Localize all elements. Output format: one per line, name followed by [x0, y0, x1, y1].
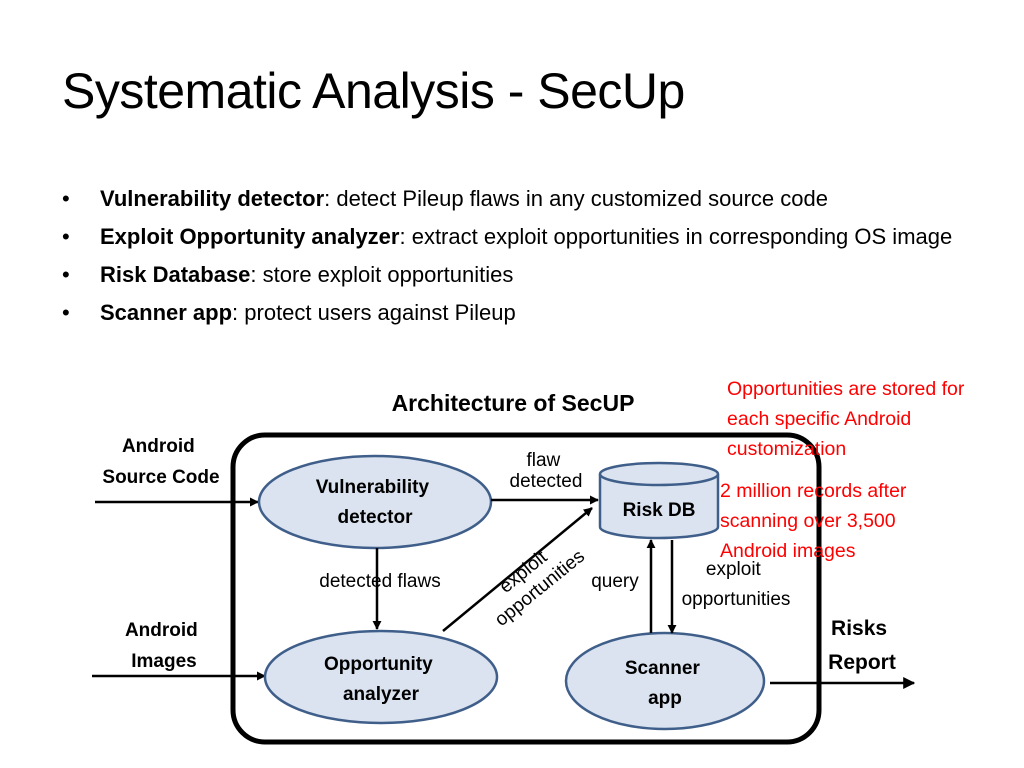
note-line: Android images: [720, 540, 856, 562]
query-label: query: [591, 571, 639, 592]
opportunity-analyzer-node: [263, 629, 499, 725]
bullet-item: Vulnerability detector: detect Pileup fl…: [62, 184, 1012, 214]
exploit-opportunities-down-label: exploit opportunities: [682, 559, 791, 610]
bullet-item: Risk Database: store exploit opportuniti…: [62, 260, 1012, 290]
bullet-term: Exploit Opportunity analyzer: [100, 224, 400, 249]
slide-title: Systematic Analysis - SecUp: [62, 63, 685, 119]
exploit-opportunities-diag-label: exploit opportunities: [477, 528, 589, 631]
bullet-text: : extract exploit opportunities in corre…: [399, 224, 953, 249]
note-line: 2 million records after: [720, 480, 907, 502]
bullet-text: : detect Pileup flaws in any customized …: [324, 186, 828, 211]
detected-flaws-label: detected flaws: [319, 571, 440, 592]
risk-db-label: Risk DB: [623, 500, 696, 521]
note-records: 2 million records after scanning over 3,…: [720, 476, 906, 566]
bullet-list: Vulnerability detector: detect Pileup fl…: [62, 184, 1012, 336]
diagram-title: Architecture of SecUP: [392, 390, 635, 416]
system-frame: [230, 432, 822, 745]
scanner-app-label: Scanner app: [625, 658, 705, 709]
note-line: each specific Android: [727, 408, 912, 430]
bullet-text: : protect users against Pileup: [232, 300, 516, 325]
input-android-images-label: Android Images: [125, 620, 203, 672]
bullet-text: : store exploit opportunities: [250, 262, 514, 287]
vulnerability-detector-node: [257, 454, 493, 550]
note-line: customization: [727, 438, 847, 460]
bullet-term: Vulnerability detector: [100, 186, 325, 211]
bullet-term: Risk Database: [100, 262, 251, 287]
note-line: scanning over 3,500: [720, 510, 896, 532]
exploit-opportunities-diag-arrow: [442, 507, 593, 632]
input-android-source-code-label: Android Source Code: [102, 436, 219, 488]
flaw-detected-label: flaw detected: [510, 450, 583, 492]
note-line: Opportunities are stored for: [727, 378, 965, 400]
note-storage: Opportunities are stored for each specif…: [727, 374, 964, 464]
bullet-item: Exploit Opportunity analyzer: extract ex…: [62, 222, 1012, 252]
vulnerability-detector-label: Vulnerability detector: [316, 477, 435, 528]
risks-report-label: Risks Report: [828, 617, 896, 674]
risk-db-node: [598, 461, 720, 540]
scanner-app-node: [564, 631, 766, 731]
opportunity-analyzer-label: Opportunity analyzer: [324, 654, 438, 705]
bullet-item: Scanner app: protect users against Pileu…: [62, 298, 1012, 328]
bullet-term: Scanner app: [100, 300, 233, 325]
